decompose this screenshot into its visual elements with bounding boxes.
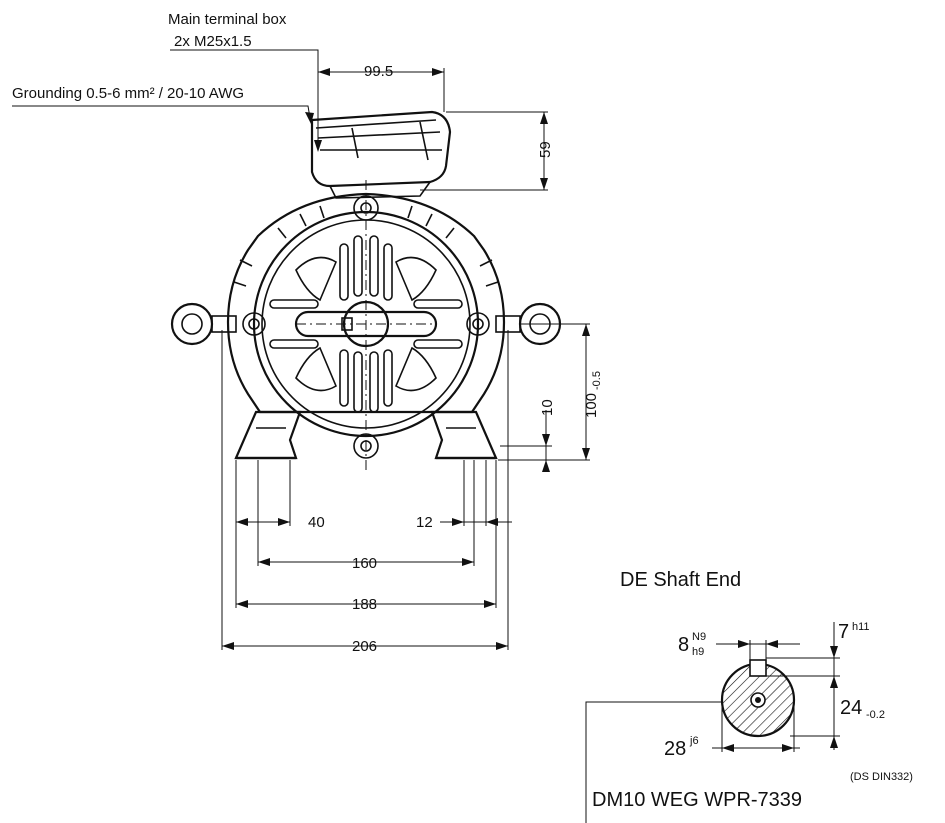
- shaft-height-label: 100 -0.5: [583, 371, 603, 418]
- shaft-diameter-dimension: [712, 700, 800, 752]
- hole-spacing-value: 160: [352, 555, 377, 572]
- foot-width-dimension: [236, 518, 290, 526]
- fan-vents: [269, 235, 463, 413]
- key-width-value: 8: [678, 634, 689, 656]
- key-depth-value: 24: [840, 697, 862, 719]
- lifting-eye-left: [170, 302, 237, 346]
- bolt-bosses: [242, 195, 490, 459]
- shaft-hub: [294, 180, 438, 470]
- key-width-dimension: [716, 640, 800, 662]
- terminal-box-spec: 2x M25x1.5: [174, 33, 252, 50]
- foot-hole-value: 12: [416, 514, 433, 531]
- foot-span-dimension: [236, 600, 496, 608]
- key-width-tol-lower: h9: [692, 646, 704, 658]
- box-width-dimension: [317, 68, 445, 118]
- terminal-box: [310, 110, 452, 199]
- overall-width-dimension: [222, 642, 508, 650]
- foot-hole-dimension: [440, 518, 512, 526]
- shaft-height-value: 100: [583, 393, 600, 418]
- shaft-section: [720, 659, 796, 738]
- hole-spacing-dimension: [258, 558, 474, 566]
- foot-span-value: 188: [352, 596, 377, 613]
- foot-height-value: 10: [539, 399, 556, 416]
- shaft-height-tolerance: -0.5: [591, 371, 603, 390]
- terminal-box-label: Main terminal box: [168, 11, 287, 28]
- key-depth-dimension: [790, 676, 840, 750]
- foot-height-dimension: [542, 410, 550, 472]
- box-width-value: 99.5: [364, 63, 393, 80]
- shaft-diameter-tolerance: j6: [689, 735, 699, 747]
- extension-lines: [221, 330, 509, 650]
- foot-width-value: 40: [308, 514, 325, 531]
- shaft-end-title: DE Shaft End: [620, 569, 741, 591]
- title-block-frame: [585, 701, 722, 823]
- grounding-label: Grounding 0.5-6 mm² / 20-10 AWG: [12, 85, 244, 102]
- key-depth-tolerance: -0.2: [866, 709, 885, 721]
- box-height-value: 59: [537, 141, 554, 158]
- drawing-id: DM10 WEG WPR-7339: [592, 789, 802, 811]
- shaft-height-dimension: [498, 323, 590, 461]
- box-height-dimension: [420, 111, 548, 191]
- key-height-value: 7: [838, 621, 849, 643]
- key-height-tolerance: h11: [852, 621, 870, 633]
- key-height-dimension: [766, 622, 840, 677]
- center-hole-label: (DS DIN332): [850, 771, 913, 783]
- shaft-diameter-value: 28: [664, 738, 686, 760]
- key-width-tol-upper: N9: [692, 631, 706, 643]
- motor-feet: [234, 410, 498, 460]
- overall-width-value: 206: [352, 638, 377, 655]
